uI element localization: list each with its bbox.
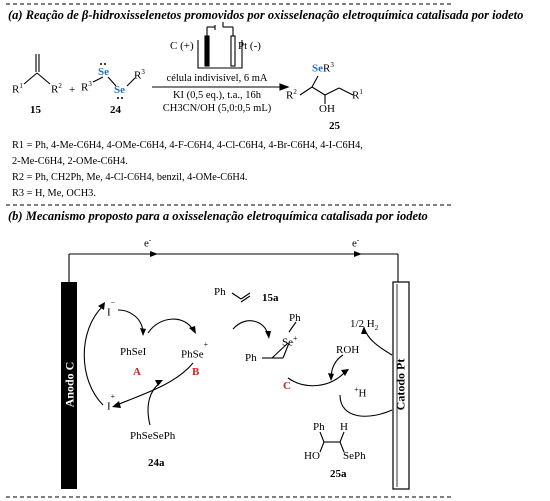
product25-r1: R1 (352, 88, 363, 102)
external-circuit (68, 253, 399, 282)
product25a-h: H (340, 421, 348, 433)
phsei-intermediate: PhSeI (120, 346, 147, 358)
product-25a-structure (319, 431, 345, 453)
half-h2: 1/2 H2 (350, 318, 379, 333)
reactant24-r3-right: R3 (134, 68, 145, 82)
product25-r2: R2 (286, 88, 297, 102)
compound-number-15a: 15a (262, 292, 279, 304)
cathode-label-a: Pt (-) (238, 40, 261, 52)
product25a-ph: Ph (313, 421, 325, 433)
electron-label-left: e- (144, 236, 152, 250)
compound-number-24a: 24a (148, 457, 165, 469)
product25a-seph: SePh (343, 450, 366, 462)
seleniranium-se: Se+ (282, 334, 298, 349)
anode-electrode (61, 282, 77, 489)
product25-oh: OH (319, 103, 335, 115)
alkene-15-structure (23, 54, 51, 85)
cycle-arrows (83, 305, 393, 426)
label-a: A (133, 366, 141, 378)
plus-sign: + (69, 84, 76, 96)
styrene-15a-structure (231, 292, 251, 303)
diphenyl-diselenide: PhSeSePh (130, 430, 176, 442)
reaction-arrow-a (152, 83, 290, 91)
cathode-pt-label: Catodo Pt (393, 358, 408, 411)
reactant24-r3-left: R3 (81, 80, 92, 94)
iodonium-bottom: I+ (107, 392, 116, 413)
cycle-arrowheads (98, 302, 367, 408)
anode-label-a: C (+) (170, 40, 194, 52)
product25a-ho: HO (304, 450, 320, 462)
product25-se-r3: SeR3 (312, 61, 334, 75)
iodide-top: I− (107, 298, 116, 319)
phse-cation: PhSe+ (181, 340, 209, 361)
reactant15-r2: R2 (51, 82, 62, 96)
selenium-atom-1: Se (98, 66, 109, 78)
condition-line-2: KI (0,5 eq.), t.a., 16h (172, 90, 262, 101)
compound-number-24: 24 (110, 104, 121, 116)
condition-line-1: célula indivisível, 6 mA (166, 73, 268, 84)
compound-number-25: 25 (329, 120, 340, 132)
seleniranium-structure (262, 321, 297, 359)
condition-line-3: CH3CN/OH (5,0:0,5 mL) (162, 103, 272, 114)
label-b: B (192, 366, 200, 378)
substituent-r3-line: R3 = H, Me, OCH3. (12, 188, 96, 199)
seleniranium-ph-left: Ph (245, 352, 257, 364)
compound-number-25a: 25a (330, 468, 347, 480)
substituent-r1-line: R1 = Ph, 4-Me-C6H4, 4-OMe-C6H4, 4-F-C6H4… (12, 140, 363, 151)
section-b-title: (b) Mecanismo proposto para a oxisselena… (8, 209, 428, 223)
electron-flow-arrows (150, 251, 362, 257)
styrene-ph: Ph (214, 286, 226, 298)
substituent-r1-line2: 2-Me-C6H4, 2-OMe-C6H4. (12, 156, 128, 167)
diselenide-24-structure (92, 76, 136, 87)
roh-nucleophile: ROH (336, 344, 360, 356)
label-c: C (283, 380, 291, 392)
section-a-title: (a) Reação de β-hidroxisselenetos promov… (8, 8, 524, 22)
electrolysis-cell-icon (197, 22, 243, 69)
seleniranium-ph-top: Ph (289, 312, 301, 324)
reactant15-r1: R1 (12, 82, 23, 96)
selenium-atom-2: Se (114, 84, 125, 96)
proton: +H (354, 385, 367, 400)
substituent-r2-line: R2 = Ph, CH2Ph, Me, 4-Cl-C6H4, benzil, 4… (12, 172, 248, 183)
lone-pair-dots (100, 63, 123, 99)
product-25-structure (299, 75, 354, 104)
anode-c-label: Anodo C (62, 361, 77, 408)
electron-label-right: e- (352, 236, 360, 250)
compound-number-15: 15 (30, 104, 41, 116)
